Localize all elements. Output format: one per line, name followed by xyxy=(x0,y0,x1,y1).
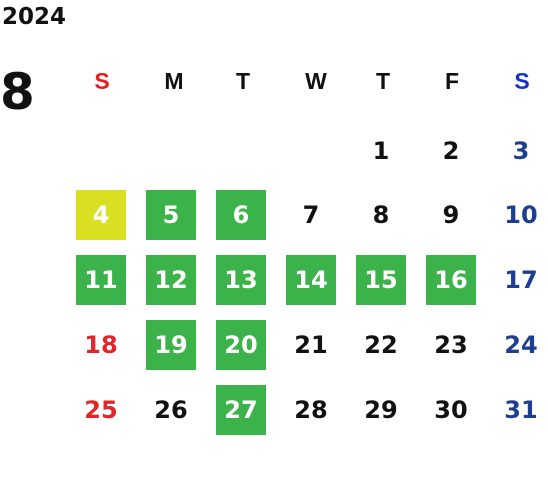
day-cell-8: 8 xyxy=(372,201,390,229)
weekday-header-fri: F xyxy=(444,68,460,94)
weekday-header-thu: T xyxy=(375,68,391,94)
day-cell-21: 21 xyxy=(294,331,328,359)
weekday-header-sun: S xyxy=(94,68,110,94)
weekday-header-sat: S xyxy=(514,68,530,94)
day-cell-1: 1 xyxy=(372,137,390,165)
day-cell-27: 27 xyxy=(216,385,266,435)
year-label: 2024 xyxy=(2,4,67,30)
day-cell-26: 26 xyxy=(154,396,188,424)
weekday-header-tue: T xyxy=(235,68,251,94)
day-cell-13: 13 xyxy=(216,255,266,305)
day-cell-3: 3 xyxy=(512,137,530,165)
day-cell-19: 19 xyxy=(146,320,196,370)
day-cell-12: 12 xyxy=(146,255,196,305)
day-cell-17: 17 xyxy=(504,266,538,294)
month-number: 8 xyxy=(0,63,35,121)
weekday-header-wed: W xyxy=(305,68,327,94)
day-cell-24: 24 xyxy=(504,331,538,359)
day-cell-5: 5 xyxy=(146,190,196,240)
day-cell-9: 9 xyxy=(442,201,460,229)
day-cell-30: 30 xyxy=(434,396,468,424)
day-cell-6: 6 xyxy=(216,190,266,240)
day-cell-31: 31 xyxy=(504,396,538,424)
day-cell-4: 4 xyxy=(76,190,126,240)
day-cell-23: 23 xyxy=(434,331,468,359)
weekday-header-mon: M xyxy=(164,68,184,94)
day-cell-10: 10 xyxy=(504,201,538,229)
day-cell-25: 25 xyxy=(84,396,118,424)
day-cell-2: 2 xyxy=(442,137,460,165)
day-cell-22: 22 xyxy=(364,331,398,359)
day-cell-7: 7 xyxy=(302,201,320,229)
day-cell-29: 29 xyxy=(364,396,398,424)
day-cell-28: 28 xyxy=(294,396,328,424)
day-cell-15: 15 xyxy=(356,255,406,305)
day-cell-20: 20 xyxy=(216,320,266,370)
day-cell-18: 18 xyxy=(84,331,118,359)
day-cell-16: 16 xyxy=(426,255,476,305)
day-cell-14: 14 xyxy=(286,255,336,305)
day-cell-11: 11 xyxy=(76,255,126,305)
